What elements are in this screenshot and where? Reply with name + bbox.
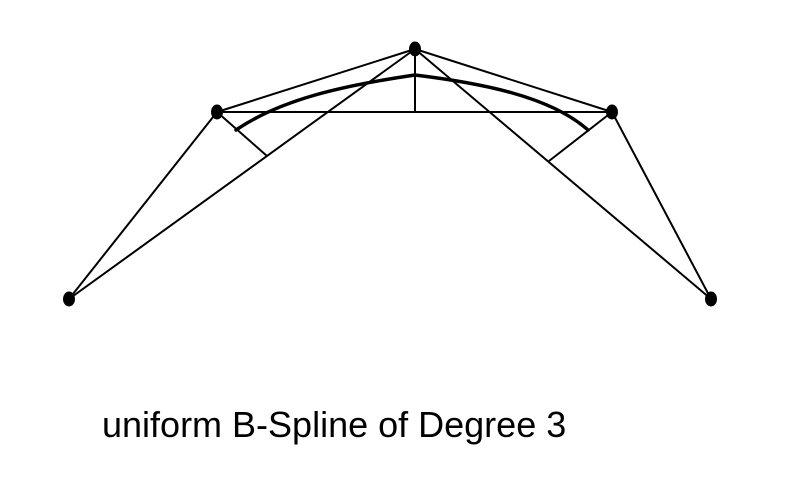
control-edge-1-2 <box>216 48 416 113</box>
control-points <box>63 41 717 307</box>
control-point-3 <box>606 104 618 120</box>
control-edge-3-4 <box>611 111 712 300</box>
construction-tick-left <box>216 111 268 157</box>
control-polygon <box>68 48 712 300</box>
control-point-2 <box>409 41 421 57</box>
diagram-caption: uniform B-Spline of Degree 3 <box>102 404 567 445</box>
construction-lines <box>68 48 712 300</box>
control-point-4 <box>705 291 717 307</box>
control-point-0 <box>63 291 75 307</box>
control-edge-0-1 <box>68 111 218 300</box>
construction-diagonal-right <box>414 48 712 300</box>
construction-tick-right <box>548 111 613 162</box>
construction-diagonal-left <box>68 48 416 300</box>
control-point-1 <box>211 104 223 120</box>
b-spline-curve <box>234 73 590 132</box>
control-edge-2-3 <box>414 48 613 113</box>
